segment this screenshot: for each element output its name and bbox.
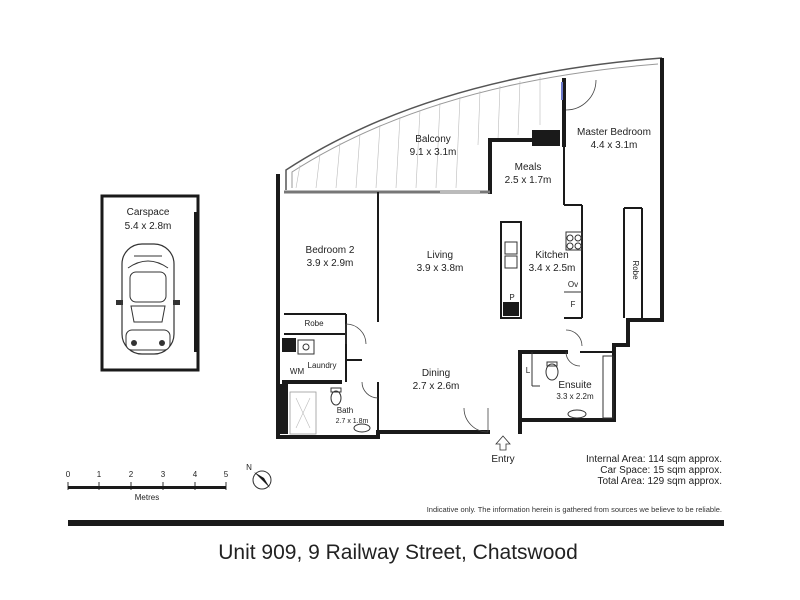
entry-marker: Entry (491, 435, 515, 465)
balcony-label: Balcony (415, 134, 451, 145)
ensuite-dims: 3.3 x 2.2m (556, 392, 594, 401)
oven-label: Ov (568, 280, 578, 289)
fridge-label: F (571, 300, 576, 309)
divider-bar (68, 520, 724, 526)
doors (345, 79, 597, 433)
master-bedroom-label: Master Bedroom (577, 127, 651, 138)
scale-tick-4: 4 (193, 470, 198, 479)
scale-tick-1: 1 (97, 470, 102, 479)
carspace: Carspace 5.4 x 2.8m (100, 194, 200, 372)
kitchen-dims: 3.4 x 2.5m (529, 263, 576, 274)
living-label: Living (427, 250, 453, 261)
pantry-label: P (509, 293, 514, 302)
scale-tick-0: 0 (66, 470, 71, 479)
dining-label: Dining (422, 368, 450, 379)
kitchen-label: Kitchen (535, 250, 568, 261)
kitchen: P Ov F (500, 221, 583, 319)
compass-icon: N (246, 463, 272, 490)
robe-bed2-label: Robe (304, 319, 324, 328)
bath-label: Bath (337, 406, 353, 415)
meals-label: Meals (515, 162, 542, 173)
scale-tick-2: 2 (129, 470, 134, 479)
entry-label: Entry (491, 454, 514, 465)
ensuite-label: Ensuite (558, 380, 592, 391)
scale-tick-5: 5 (224, 470, 229, 479)
total-area-text: Total Area: 129 sqm approx. (597, 476, 722, 487)
dining-dims: 2.7 x 2.6m (413, 381, 460, 392)
bedroom2-label: Bedroom 2 (306, 245, 355, 256)
ensuite-fixtures (531, 352, 614, 419)
linen-label: L (526, 366, 531, 375)
living-dims: 3.9 x 3.8m (417, 263, 464, 274)
master-bedroom-dims: 4.4 x 3.1m (591, 140, 638, 151)
scale-tick-3: 3 (161, 470, 166, 479)
walls (276, 58, 664, 439)
car-icon (116, 243, 180, 355)
scale-bar: 0 1 2 3 4 5 Metres (66, 470, 229, 502)
robe-master-label: Robe (631, 260, 640, 280)
address-title: Unit 909, 9 Railway Street, Chatswood (218, 541, 578, 564)
laundry-label: Laundry (308, 361, 337, 370)
meals-dims: 2.5 x 1.7m (505, 175, 552, 186)
internal-area-text: Internal Area: 114 sqm approx. (586, 454, 722, 465)
balcony-dims: 9.1 x 3.1m (410, 147, 457, 158)
carspace-dims: 5.4 x 2.8m (125, 221, 172, 232)
compass-label: N (246, 463, 252, 472)
bedroom2-dims: 3.9 x 2.9m (307, 258, 354, 269)
bath-fixtures (289, 339, 371, 435)
carspace-label: Carspace (127, 207, 170, 218)
disclaimer-text: Indicative only. The information herein … (427, 505, 722, 514)
car-area-text: Car Space: 15 sqm approx. (600, 465, 722, 476)
wm-label: WM (290, 367, 305, 376)
balcony: Balcony 9.1 x 3.1m (285, 57, 663, 190)
scale-label: Metres (135, 493, 159, 502)
bath-dims: 2.7 x 1.8m (336, 418, 369, 425)
